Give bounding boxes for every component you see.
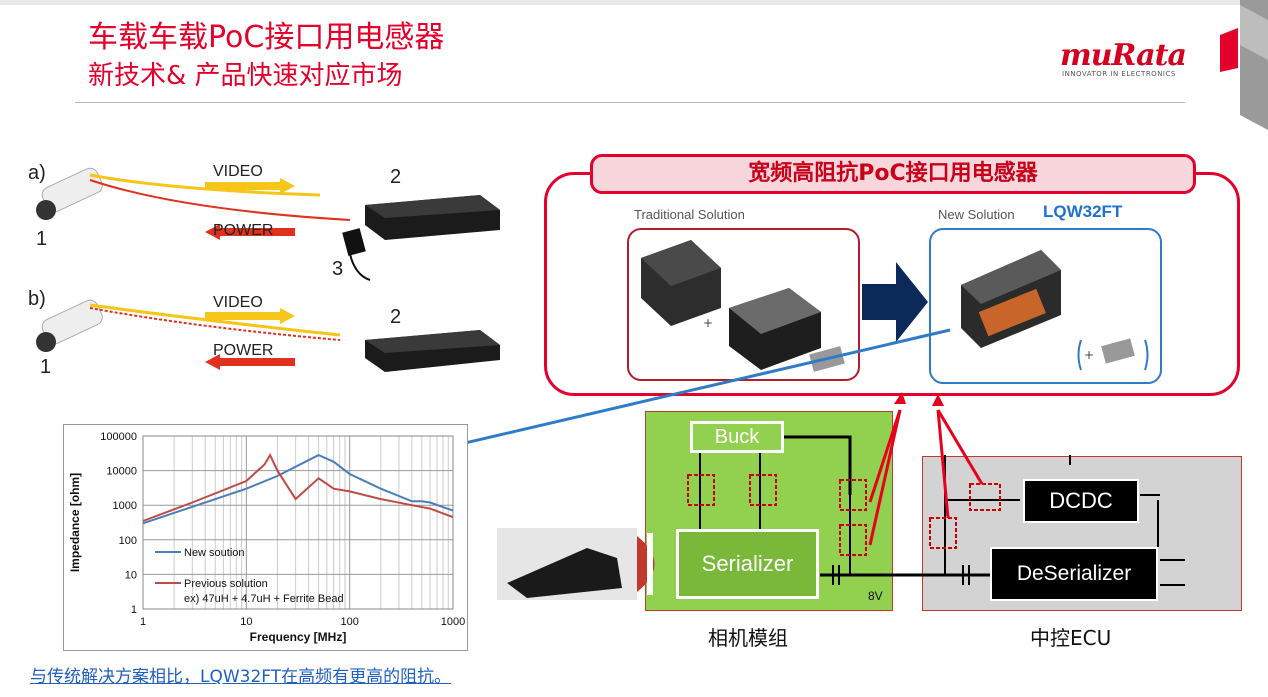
camera-number-b: 1 — [40, 356, 52, 378]
x-tick-label: 1 — [140, 616, 146, 628]
power-label-a: POWER — [213, 222, 274, 239]
power-label-b: POWER — [213, 342, 274, 359]
buck-converter-block: Buck — [690, 421, 784, 453]
slide-title: 车载车载PoC接口用电感器 — [88, 20, 445, 55]
deserializer-block: DeSerializer — [990, 547, 1158, 601]
y-tick-label: 100000 — [100, 431, 137, 443]
plus-sign-new: + — [1084, 348, 1095, 362]
legend-label-1: New soution — [184, 547, 245, 559]
y-axis-label: Impedance [ohm] — [68, 473, 82, 572]
murata-logo: muRata — [1060, 38, 1187, 73]
y-tick-label: 1000 — [113, 500, 137, 512]
ecu-label: 中控ECU — [1030, 626, 1112, 650]
slide-subtitle: 新技术& 产品快速对应市场 — [88, 61, 403, 91]
video-label-b: VIDEO — [213, 294, 263, 311]
camera-b-icon — [36, 299, 103, 352]
camera-a-icon — [36, 167, 103, 220]
diagram-b-label: b) — [28, 288, 46, 310]
traditional-solution-label: Traditional Solution — [634, 207, 745, 222]
circuit-wiring — [687, 392, 1185, 586]
lqw32ft-component-image — [961, 250, 1149, 371]
camera-number-a: 1 — [36, 228, 48, 250]
x-tick-label: 1000 — [441, 616, 465, 628]
murata-tagline: INNOVATOR IN ELECTRONICS — [1062, 70, 1176, 78]
slide-caption: 与传统解决方案相比，LQW32FT在高频有更高的阻抗。 — [30, 667, 452, 687]
legend-label-2: Previous solution — [184, 578, 268, 590]
top-bar — [0, 0, 1268, 5]
x-tick-label: 100 — [340, 616, 358, 628]
new-solution-label: New Solution — [938, 207, 1015, 222]
serializer-block: Serializer — [676, 529, 819, 599]
legend-annotation: ex) 47uH + 4.7uH + Ferrite Bead — [184, 593, 344, 605]
traditional-components-image — [641, 240, 845, 372]
series-line-2 — [142, 452, 454, 522]
camera-module-label: 相机模组 — [708, 626, 788, 650]
recorder-number-a: 2 — [390, 166, 402, 188]
x-axis-label: Frequency [MHz] — [250, 630, 347, 644]
poc-system-diagram — [36, 167, 500, 372]
video-label-a: VIDEO — [213, 163, 263, 180]
y-tick-label: 1 — [131, 604, 137, 616]
upgrade-arrow-icon — [862, 262, 928, 342]
part-number: LQW32FT — [1043, 202, 1123, 221]
recorder-number-b: 2 — [390, 306, 402, 328]
corner-decoration — [1220, 0, 1268, 130]
dcdc-block: DCDC — [1023, 479, 1139, 523]
y-tick-label: 10000 — [106, 466, 137, 478]
voltage-label: 8V — [868, 589, 883, 603]
diagram-a-label: a) — [28, 162, 46, 184]
traditional-solution-box — [627, 228, 860, 381]
solution-panel-title: 宽频高阻抗PoC接口用电感器 — [590, 154, 1196, 194]
adapter-number: 3 — [332, 258, 344, 280]
y-tick-label: 100 — [119, 535, 137, 547]
y-tick-label: 10 — [125, 569, 137, 581]
x-tick-label: 10 — [240, 616, 252, 628]
dashcam-image — [497, 528, 655, 600]
impedance-chart: 1 10 100 1000 10000 100000 1 10 100 1000Frequency… — [68, 431, 465, 644]
plus-sign-traditional: + — [703, 316, 714, 330]
series-line-1 — [142, 453, 454, 525]
new-solution-box — [929, 228, 1162, 384]
title-divider — [75, 102, 1185, 103]
